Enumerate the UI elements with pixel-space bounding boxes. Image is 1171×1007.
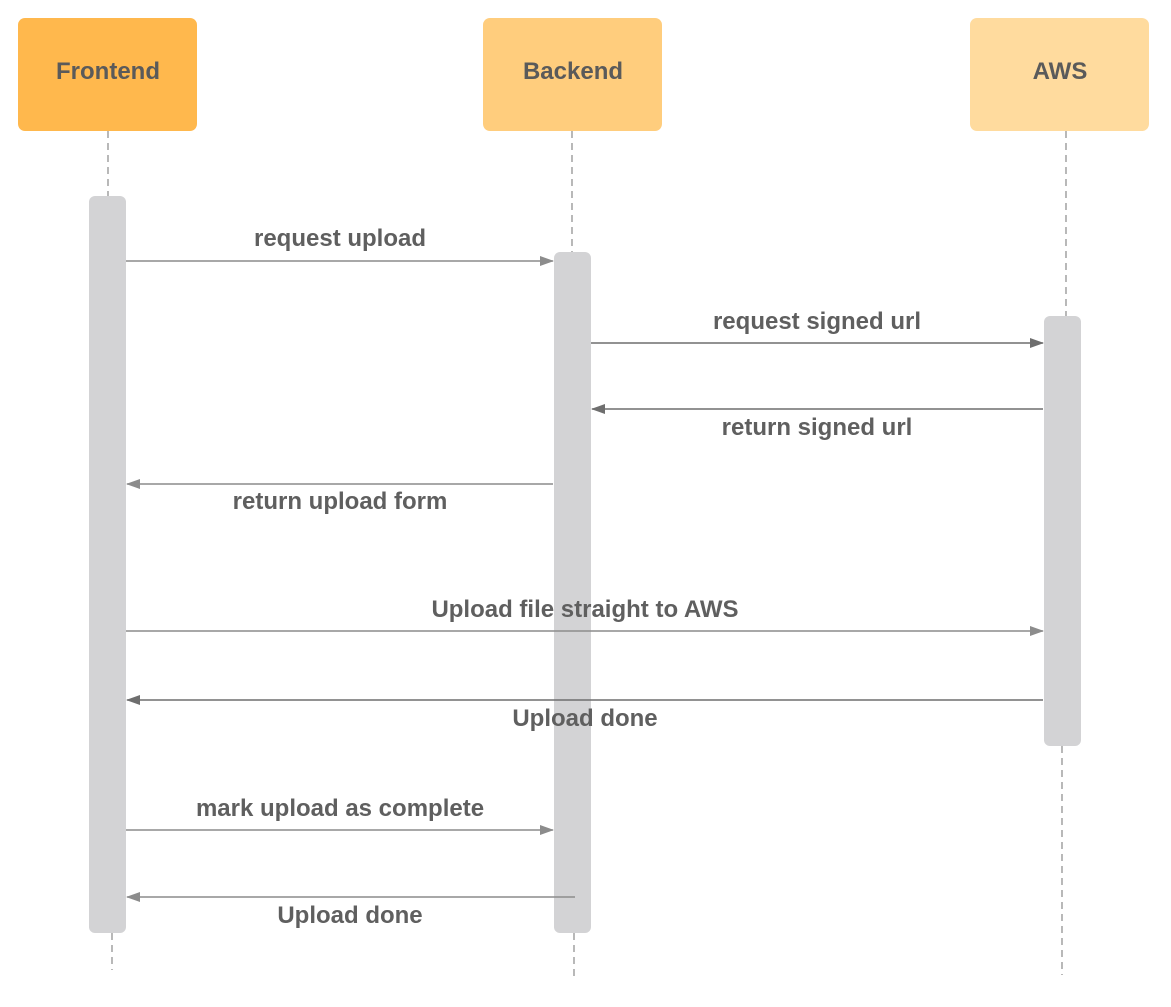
message-request-upload: request upload <box>126 225 554 266</box>
message-label: return signed url <box>722 414 913 441</box>
message-request-signed-url: request signed url <box>591 308 1044 348</box>
activation-aws <box>1044 316 1081 746</box>
message-upload-done-backend: Upload done <box>126 892 575 929</box>
message-label: mark upload as complete <box>196 795 484 822</box>
actor-frontend: Frontend <box>18 18 197 131</box>
message-label: Upload file straight to AWS <box>431 596 738 623</box>
actor-backend-box <box>483 18 662 131</box>
message-label: Upload done <box>512 705 657 732</box>
message-return-upload-form: return upload form <box>126 479 553 515</box>
actor-backend-label: Backend <box>523 58 623 85</box>
actor-frontend-box <box>18 18 197 131</box>
message-label: return upload form <box>233 488 448 515</box>
message-upload-file-to-aws: Upload file straight to AWS <box>126 596 1044 636</box>
message-mark-upload-complete: mark upload as complete <box>126 795 554 835</box>
activation-backend <box>554 252 591 933</box>
message-upload-done-aws: Upload done <box>126 695 1043 732</box>
actor-aws: AWS <box>970 18 1149 131</box>
message-label: request upload <box>254 225 426 252</box>
activation-frontend <box>89 196 126 933</box>
actor-backend: Backend <box>483 18 662 131</box>
message-label: Upload done <box>277 902 422 929</box>
message-label: request signed url <box>713 308 921 335</box>
message-return-signed-url: return signed url <box>591 404 1043 441</box>
actor-aws-label: AWS <box>1033 58 1088 85</box>
actor-frontend-label: Frontend <box>56 58 160 85</box>
actor-aws-box <box>970 18 1149 131</box>
